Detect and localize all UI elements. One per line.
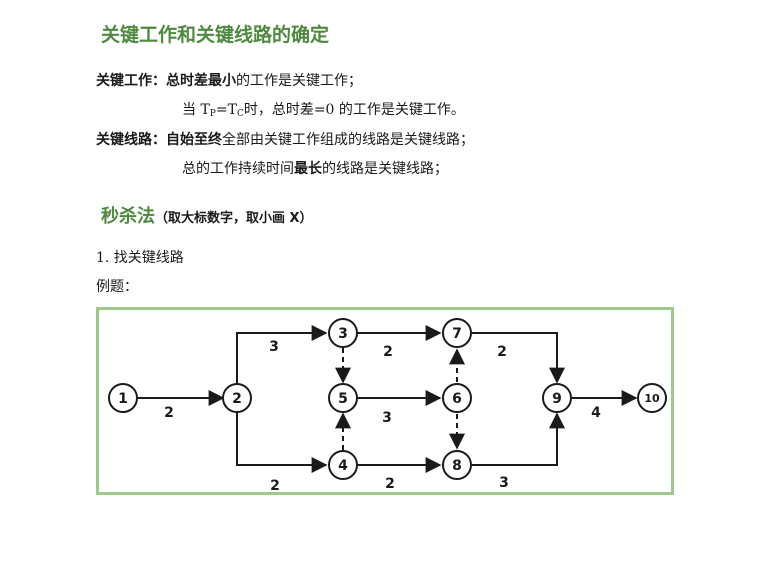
node-4-circle <box>328 450 358 480</box>
node-7-label: 7 <box>452 326 462 342</box>
node-3-circle <box>328 318 358 348</box>
node-2-label: 2 <box>232 391 242 407</box>
rule-text: 的工作是关键工作； <box>236 73 362 89</box>
node-2-circle <box>222 383 252 413</box>
weight-2-4: 2 <box>270 478 280 494</box>
section-title: 秒杀法（取大标数字，取小画 X） <box>101 202 313 228</box>
weight-7-9: 2 <box>497 344 507 360</box>
rule-critical-path: 关键线路：自始至终全部由关键工作组成的线路是关键线路； <box>96 129 474 149</box>
node-10-label: 10 <box>644 392 660 405</box>
rule-critical-work-condition: 当 TP=TC时，总时差=0 的工作是关键工作。 <box>182 99 465 119</box>
edge-7-9 <box>472 332 565 384</box>
rule-label: 关键工作： <box>96 73 166 89</box>
node-6-label: 6 <box>452 391 462 407</box>
node-5-label: 5 <box>338 391 348 407</box>
weight-4-8: 2 <box>385 476 395 492</box>
node-1-circle <box>108 383 138 413</box>
node-9-label: 9 <box>552 391 562 407</box>
subscript: C <box>236 109 244 119</box>
example-label: 例题： <box>96 279 138 295</box>
emphasis: 最长 <box>294 161 322 177</box>
edge-2-4 <box>236 412 328 473</box>
node-8-label: 8 <box>452 458 462 474</box>
node-7-circle <box>442 318 472 348</box>
emphasis: 总时差最小 <box>166 73 236 89</box>
node-10-circle <box>637 383 667 413</box>
rule-text: 时，总时差=0 的工作是关键工作。 <box>243 102 465 118</box>
node-3-label: 3 <box>338 326 348 342</box>
section-note: （取大标数字，取小画 X） <box>155 211 313 226</box>
weight-9-10: 4 <box>591 405 601 421</box>
diagram-frame <box>96 307 674 495</box>
emphasis: 自始至终 <box>166 132 222 148</box>
subscript: P <box>209 109 216 119</box>
step-label: 1. 找关键线路 <box>96 250 184 266</box>
weight-3-7: 2 <box>383 344 393 360</box>
weight-1-2: 2 <box>164 405 174 421</box>
rule-label: 关键线路： <box>96 132 166 148</box>
page-title: 关键工作和关键线路的确定 <box>101 24 330 46</box>
section-heading: 秒杀法 <box>101 206 155 227</box>
edge-8-9 <box>472 412 565 466</box>
node-4-label: 4 <box>338 458 348 474</box>
rule-text: 总的工作持续时间 <box>182 161 294 177</box>
weight-5-6: 3 <box>382 410 392 426</box>
rule-text: =T <box>215 102 237 118</box>
rule-critical-path-longest: 总的工作持续时间最长的线路是关键线路； <box>182 158 448 178</box>
rule-text: 当 T <box>182 102 210 118</box>
node-9-circle <box>542 383 572 413</box>
node-5-circle <box>328 383 358 413</box>
rule-critical-work: 关键工作：总时差最小的工作是关键工作； <box>96 70 362 90</box>
node-8-circle <box>442 450 472 480</box>
weight-2-3: 3 <box>269 339 279 355</box>
node-1-label: 1 <box>118 391 128 407</box>
rule-text: 的线路是关键线路； <box>322 161 448 177</box>
rule-text: 全部由关键工作组成的线路是关键线路； <box>222 132 474 148</box>
node-6-circle <box>442 383 472 413</box>
edge-2-3 <box>236 325 328 384</box>
weight-8-9: 3 <box>499 475 509 491</box>
